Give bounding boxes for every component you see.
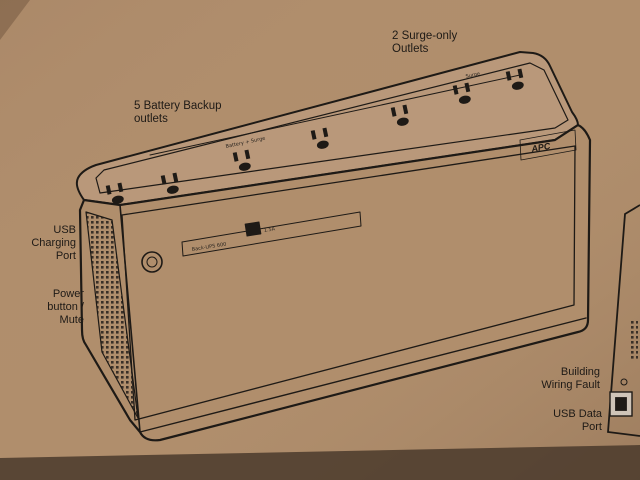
- box-corner-shadow: [0, 0, 30, 40]
- power-button-callout: Power button / Mute: [47, 288, 84, 326]
- ups-side-edge: [119, 204, 141, 433]
- surge-only-outlets: [452, 68, 524, 104]
- outlet: [390, 104, 409, 126]
- side-panel-vent: [630, 320, 638, 360]
- surge-only-outlets-callout: 2 Surge-only Outlets: [392, 30, 458, 55]
- brand-logo: APC: [530, 141, 552, 154]
- wiring-fault-indicator: [620, 378, 628, 386]
- side-panel-outline: [607, 204, 640, 437]
- outlet: [160, 172, 179, 194]
- ups-top-face: [75, 51, 579, 206]
- outlet: [452, 82, 471, 104]
- power-button-graphic: [141, 251, 163, 273]
- battery-backup-outlets-callout: 5 Battery Backup outlets: [134, 100, 222, 125]
- ups-top-inner-panel: [95, 62, 569, 194]
- model-label: Back-UPS 600: [191, 242, 226, 253]
- usb-charging-port-graphic: [244, 221, 262, 237]
- usb-rating-label: 1.5A: [263, 226, 276, 234]
- outlet: [105, 182, 124, 204]
- battery-backup-outlets: [105, 104, 409, 204]
- outlet: [310, 127, 329, 149]
- box-bottom-edge: [0, 445, 640, 480]
- ups-label-strip: [181, 211, 362, 257]
- ups-bottom-lip: [139, 317, 587, 433]
- usb-data-port-callout: USB Data Port: [553, 408, 602, 433]
- outlet: [232, 149, 251, 171]
- strip-label-surge: Surge: [465, 71, 480, 80]
- ups-top-ridge: [149, 74, 521, 156]
- ups-front-face: [78, 123, 592, 442]
- apc-logo-panel: [519, 129, 577, 161]
- building-wiring-fault-callout: Building Wiring Fault: [541, 366, 600, 391]
- usb-data-port-socket: [615, 397, 627, 411]
- ups-front-panel: [121, 145, 576, 421]
- side-panel-illustration: [607, 204, 640, 437]
- outlet: [505, 68, 524, 90]
- power-button-inner: [146, 256, 158, 268]
- ups-device: [75, 51, 592, 442]
- usb-charging-port-callout: USB Charging Port: [31, 224, 76, 262]
